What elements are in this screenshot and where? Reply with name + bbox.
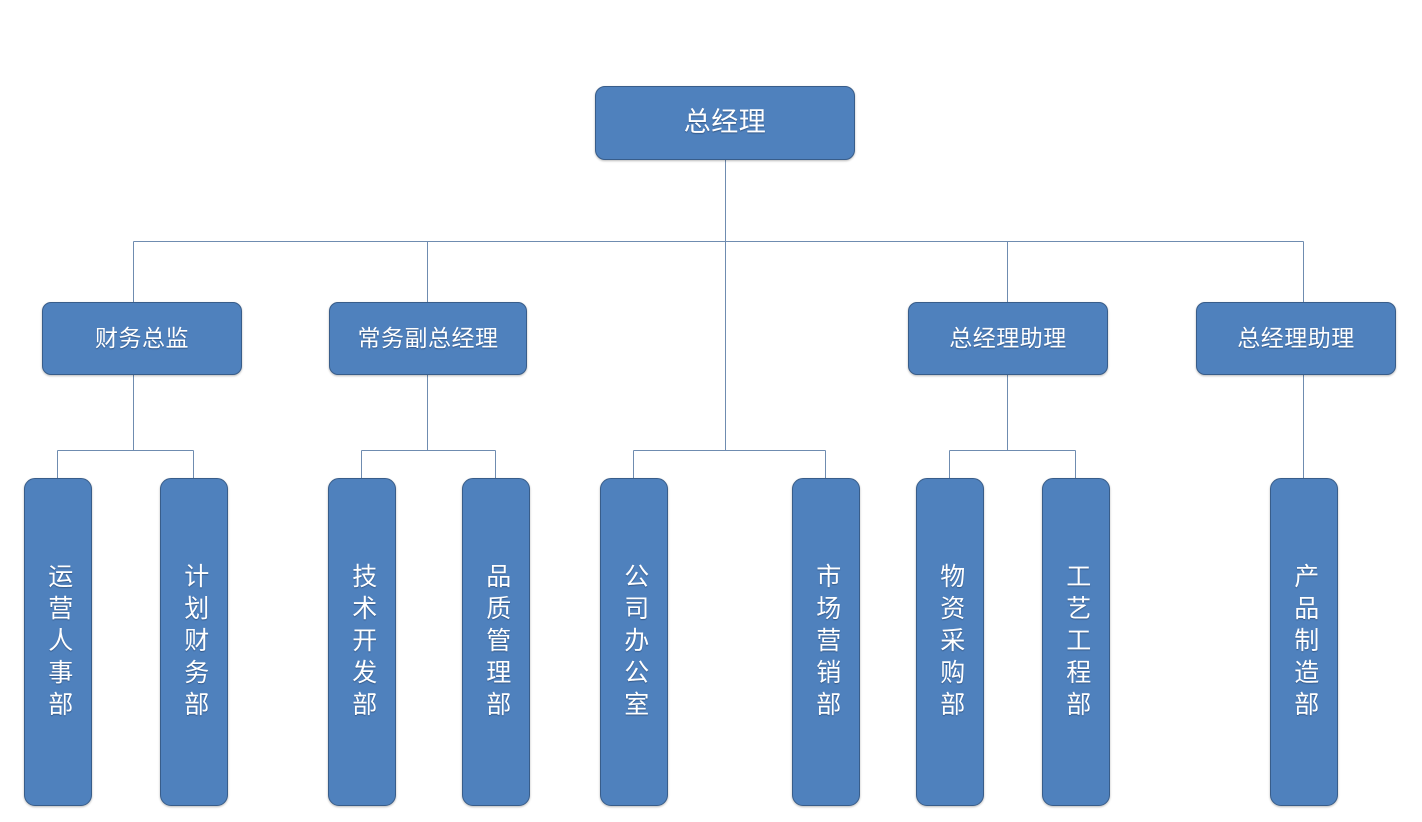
node-gm-assistant-2[interactable]: 总经理助理 bbox=[1196, 302, 1396, 375]
node-label: 市场营销部 bbox=[812, 563, 840, 723]
node-label: 产品制造部 bbox=[1290, 563, 1318, 723]
node-label: 技术开发部 bbox=[348, 563, 376, 723]
node-label: 物资采购部 bbox=[936, 563, 964, 723]
node-label: 总经理助理 bbox=[949, 325, 1067, 351]
node-company-office[interactable]: 公司办公室 bbox=[600, 478, 668, 806]
node-procurement-dept[interactable]: 物资采购部 bbox=[916, 478, 984, 806]
node-gm-assistant-1[interactable]: 总经理助理 bbox=[908, 302, 1108, 375]
node-label: 总经理 bbox=[683, 107, 767, 138]
node-operations-hr-dept[interactable]: 运营人事部 bbox=[24, 478, 92, 806]
node-label: 品质管理部 bbox=[482, 563, 510, 723]
node-label: 计划财务部 bbox=[180, 563, 208, 723]
node-finance-director[interactable]: 财务总监 bbox=[42, 302, 242, 375]
node-planning-finance-dept[interactable]: 计划财务部 bbox=[160, 478, 228, 806]
node-quality-management-dept[interactable]: 品质管理部 bbox=[462, 478, 530, 806]
node-label: 工艺工程部 bbox=[1062, 563, 1090, 723]
node-label: 财务总监 bbox=[95, 325, 189, 351]
node-product-manufacturing-dept[interactable]: 产品制造部 bbox=[1270, 478, 1338, 806]
node-general-manager[interactable]: 总经理 bbox=[595, 86, 855, 160]
node-marketing-dept[interactable]: 市场营销部 bbox=[792, 478, 860, 806]
node-label: 常务副总经理 bbox=[357, 325, 499, 351]
node-process-engineering-dept[interactable]: 工艺工程部 bbox=[1042, 478, 1110, 806]
node-tech-development-dept[interactable]: 技术开发部 bbox=[328, 478, 396, 806]
node-label: 总经理助理 bbox=[1237, 325, 1355, 351]
node-label: 公司办公室 bbox=[620, 563, 648, 723]
node-label: 运营人事部 bbox=[44, 563, 72, 723]
node-executive-deputy-gm[interactable]: 常务副总经理 bbox=[329, 302, 527, 375]
